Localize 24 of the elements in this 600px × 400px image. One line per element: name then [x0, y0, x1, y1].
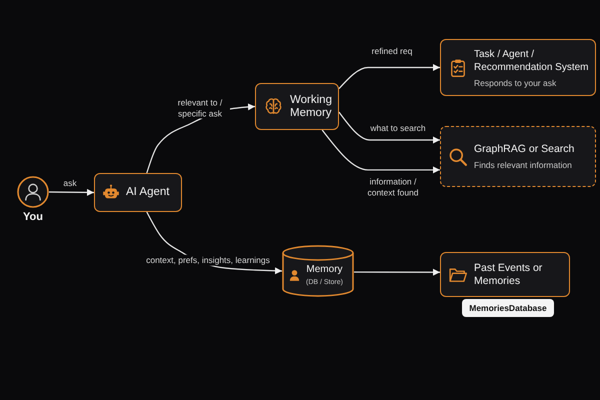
arrow: [338, 64, 440, 90]
node-subtitle: Finds relevant information: [474, 160, 573, 170]
arrow: [338, 112, 440, 144]
arrow: [354, 268, 440, 276]
process-box: [94, 173, 182, 212]
node-title: Working Memory: [290, 94, 333, 120]
node-title: Past Events or Memories: [474, 262, 544, 288]
dashed-process-box: [440, 126, 596, 187]
process-box: [440, 252, 570, 297]
node-title: You: [23, 211, 43, 224]
node-title: GraphRAG or Search: [474, 143, 574, 156]
arrow: [49, 188, 94, 196]
node-subtitle: Responds to your ask: [474, 78, 558, 88]
edge-label: context, prefs, insights, learnings: [144, 254, 272, 266]
process-box: [255, 83, 339, 130]
edge-label: ask: [61, 178, 79, 188]
process-box: [440, 39, 596, 96]
edge-label: what to search: [368, 122, 428, 134]
edge-label: refined req: [370, 46, 414, 56]
database-tag: MemoriesDatabase: [462, 299, 554, 317]
arrow: [322, 130, 440, 174]
node-title: Task / Agent / Recommendation System: [474, 48, 590, 74]
node-title: AI Agent: [126, 186, 170, 199]
node-title: Memory: [306, 262, 343, 276]
